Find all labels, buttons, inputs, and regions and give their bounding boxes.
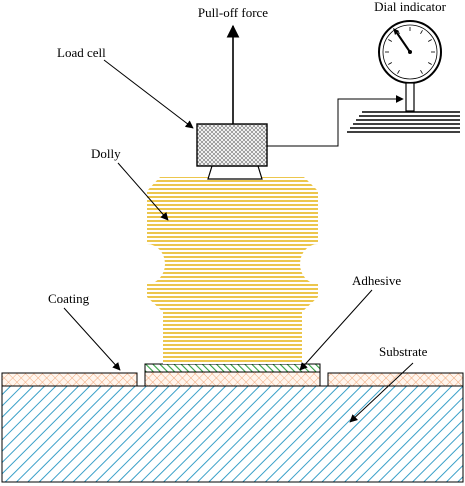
dial-base <box>347 111 460 133</box>
dial-gauge-icon <box>378 20 442 112</box>
adhesive-layer <box>144 363 321 373</box>
adhesive-leader <box>299 289 373 371</box>
load-cell-icon <box>196 123 268 167</box>
load-cell-leader <box>103 59 194 129</box>
dial-indicator-label: Dial indicator <box>374 0 447 14</box>
substrate <box>1 385 464 483</box>
substrate-leader <box>349 362 414 423</box>
dolly <box>147 177 318 364</box>
pull-off-force-label: Pull-off force <box>198 5 268 20</box>
coating-under-dolly <box>144 371 321 387</box>
adhesive-label: Adhesive <box>352 273 401 288</box>
coating-left <box>1 372 138 387</box>
coating-label: Coating <box>48 291 90 306</box>
dolly-label: Dolly <box>91 146 121 161</box>
coating-leader <box>63 307 121 371</box>
load-cell-label: Load cell <box>57 45 106 60</box>
load-cell-stem <box>207 165 263 180</box>
signal-line <box>267 95 404 147</box>
dolly-leader <box>117 162 169 221</box>
substrate-label: Substrate <box>379 344 428 359</box>
